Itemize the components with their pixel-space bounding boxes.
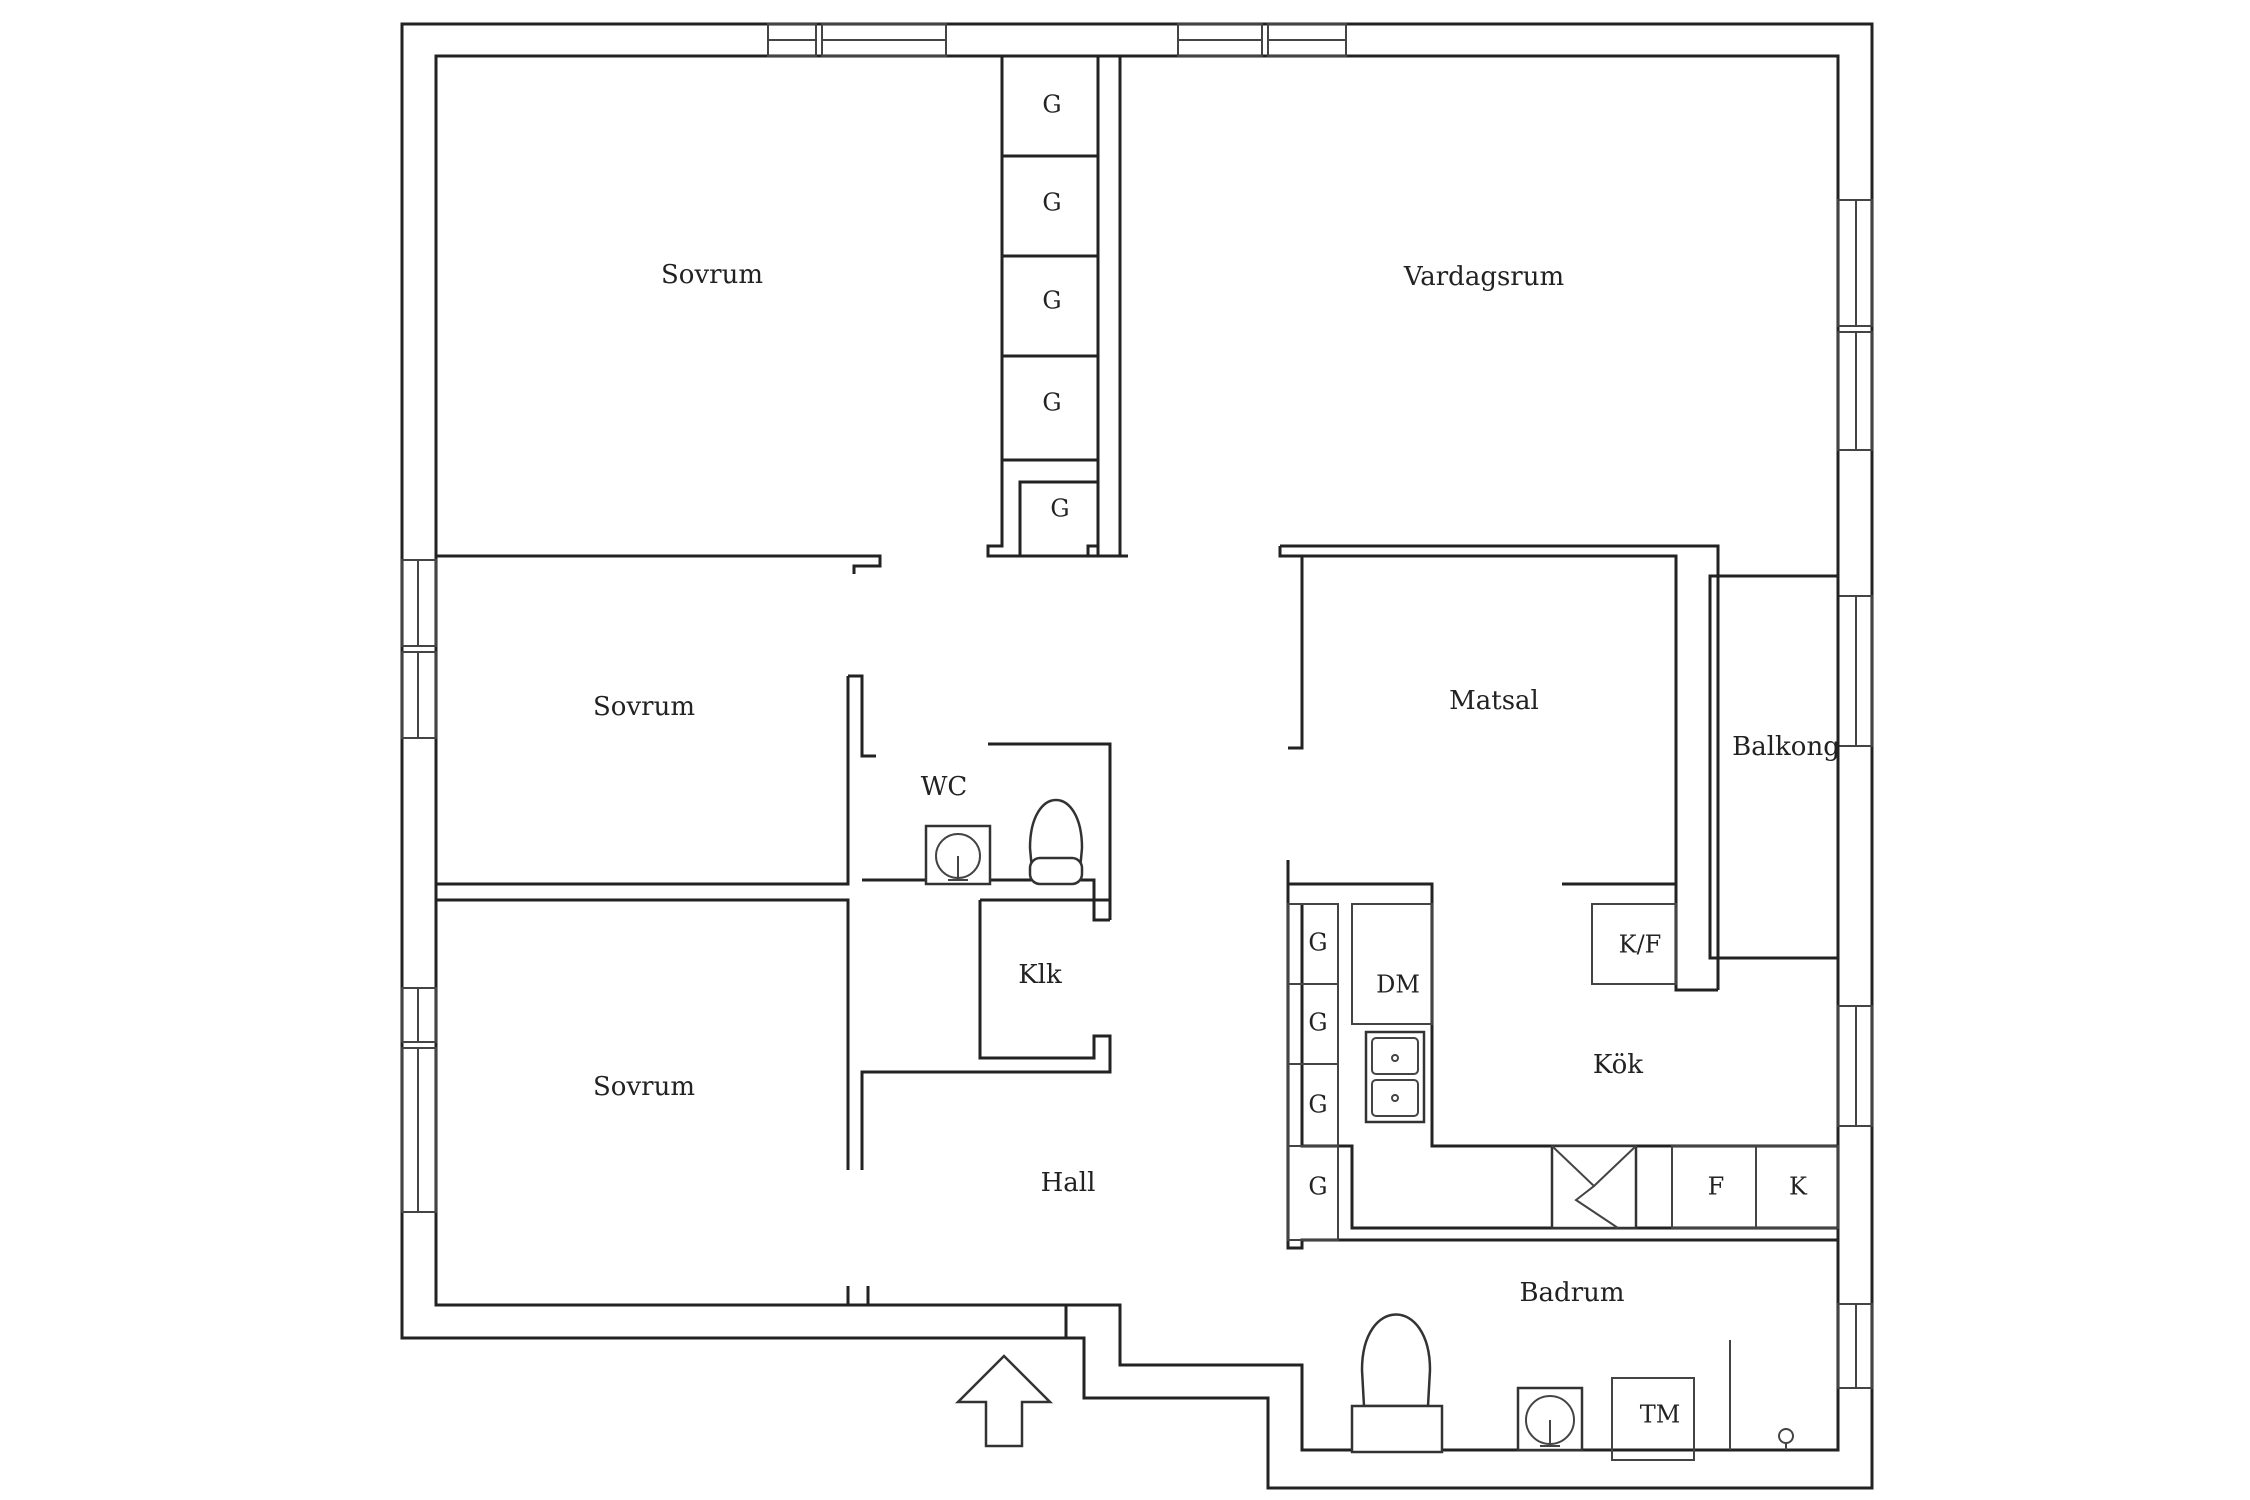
room-label-balkong: Balkong <box>1732 732 1840 762</box>
bathroom-toilet-icon <box>1350 1313 1444 1454</box>
room-label-kok: Kök <box>1593 1050 1643 1080</box>
wc-basin-icon <box>924 824 992 886</box>
wardrobe-label: G <box>1308 1091 1327 1119</box>
wardrobe-label: G <box>1308 1009 1327 1037</box>
room-label-sovrum-bottom: Sovrum <box>593 1072 695 1102</box>
outer-walls <box>400 22 1874 1490</box>
stove-icon <box>1550 1144 1638 1230</box>
entrance-arrow-icon <box>954 1354 1054 1448</box>
room-label-vardagsrum: Vardagsrum <box>1403 262 1564 292</box>
fridge-freezer-label: K/F <box>1619 931 1662 959</box>
washing-machine-label: TM <box>1640 1401 1681 1429</box>
wardrobe-label: G <box>1042 389 1061 417</box>
dishwasher-label: DM <box>1376 971 1420 999</box>
kitchen-sink-icon <box>1364 1030 1426 1124</box>
wardrobe-label: G <box>1308 1173 1327 1201</box>
room-label-hall: Hall <box>1041 1168 1096 1198</box>
room-label-wc: WC <box>921 772 968 802</box>
kitchen-cabinets <box>1287 903 1839 1461</box>
room-label-sovrum-top: Sovrum <box>661 260 763 290</box>
room-label-sovrum-mid: Sovrum <box>593 692 695 722</box>
room-labels: Sovrum Vardagsrum Sovrum Matsal Balkong … <box>593 260 1840 1308</box>
freezer-label: F <box>1708 1173 1725 1201</box>
wardrobe-label: G <box>1042 287 1061 315</box>
fridge-label: K <box>1789 1173 1808 1201</box>
wardrobe-label: G <box>1308 929 1327 957</box>
room-label-klk: Klk <box>1018 960 1062 990</box>
shower-icon <box>1729 1340 1794 1450</box>
bathroom-basin-icon <box>1516 1386 1584 1452</box>
wardrobe-label: G <box>1042 91 1061 119</box>
wc-toilet-icon <box>1028 798 1084 886</box>
interior-walls <box>436 54 1840 1338</box>
wardrobe-label: G <box>1042 189 1061 217</box>
wardrobe-label: G <box>1050 495 1069 523</box>
room-label-badrum: Badrum <box>1519 1278 1624 1308</box>
windows <box>401 23 1873 1389</box>
fixture-labels: G G G G G G G G G DM K/F F K TM <box>1042 91 1808 1429</box>
room-label-matsal: Matsal <box>1449 686 1539 716</box>
